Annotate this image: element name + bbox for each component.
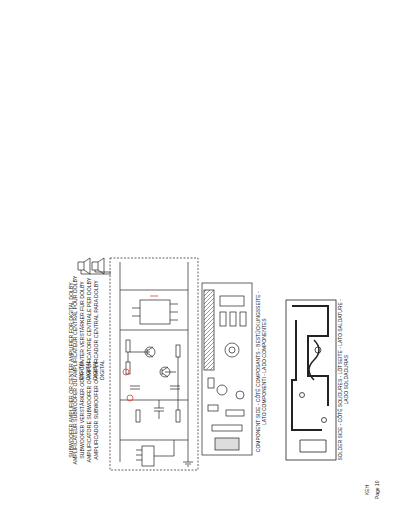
doc-code: KEH (365, 475, 371, 505)
title-line: AMPLIFICADOR SUBWOOFER O AMPLIFICADOR CE… (94, 274, 106, 466)
view-caption: COMPONENT SIDE - CÔTÉ COMPOSANTS - BESTÜ… (256, 287, 268, 457)
pcb-solder-side (286, 300, 336, 460)
pcb-component-side (202, 283, 252, 455)
schematic (78, 258, 198, 470)
view-caption: SOLDER SIDE - CÔTÉ SOUDURES - LÖTSEITE -… (338, 295, 350, 465)
page-number: Page 10 (375, 473, 381, 507)
